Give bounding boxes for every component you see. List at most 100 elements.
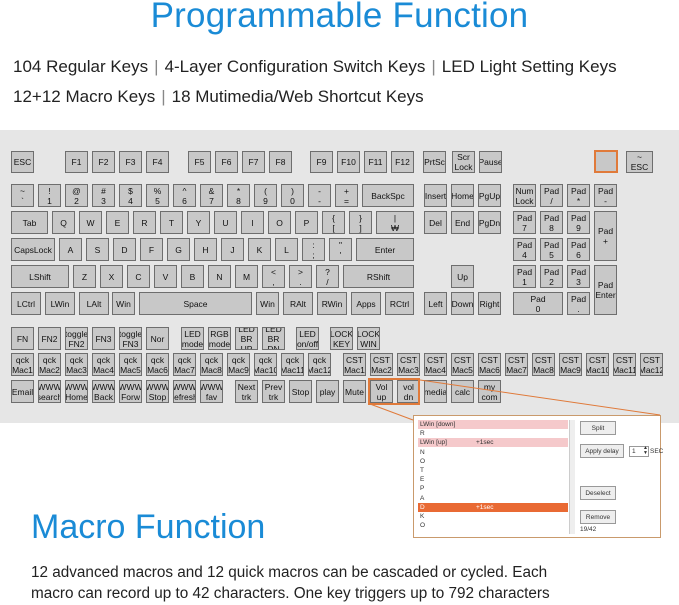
key-media-2[interactable]: WWW Home — [65, 380, 88, 403]
key-z-13[interactable]: Pad 1 — [513, 265, 536, 288]
key-num-5[interactable]: % 5 — [146, 184, 169, 207]
key-layer-5[interactable]: Nor — [146, 327, 169, 350]
key-q-0[interactable]: Tab — [11, 211, 48, 234]
key-qck-19[interactable]: CST Mac8 — [532, 353, 555, 376]
key-ctrl-6[interactable]: RAlt — [283, 292, 313, 315]
key-fn-2[interactable]: F2 — [92, 151, 115, 173]
key-qck-2[interactable]: qck Mac3 — [65, 353, 88, 376]
key-num-0[interactable]: ~ ` — [11, 184, 34, 207]
key-qck-17[interactable]: CST Mac6 — [478, 353, 501, 376]
key-q-17[interactable]: Pad 7 — [513, 211, 536, 234]
key-q-13[interactable]: | ₩ — [376, 211, 414, 234]
key-ctrl-2[interactable]: LAlt — [79, 292, 109, 315]
key-qck-23[interactable]: CST Mac12 — [640, 353, 663, 376]
macro-step-row[interactable]: LWin [up]+1sec — [418, 438, 568, 448]
key-q-14[interactable]: Del — [424, 211, 447, 234]
key-fn-16[interactable] — [594, 150, 618, 173]
key-qck-0[interactable]: qck Mac1 — [11, 353, 34, 376]
key-qck-10[interactable]: qck Mac11 — [281, 353, 304, 376]
key-media-11[interactable]: play — [316, 380, 339, 403]
key-qck-11[interactable]: qck Mac12 — [308, 353, 331, 376]
key-a-5[interactable]: G — [167, 238, 190, 261]
apply-delay-button[interactable]: Apply delay — [580, 444, 624, 458]
key-z-9[interactable]: > . — [289, 265, 312, 288]
key-fn-11[interactable]: F11 — [364, 151, 387, 173]
key-ctrl-3[interactable]: Win — [112, 292, 135, 315]
key-q-10[interactable]: P — [295, 211, 318, 234]
key-q-4[interactable]: R — [133, 211, 156, 234]
key-media-9[interactable]: Prev trk — [262, 380, 285, 403]
remove-button[interactable]: Remove — [580, 510, 616, 524]
key-num-4[interactable]: $ 4 — [119, 184, 142, 207]
key-qck-7[interactable]: qck Mac8 — [200, 353, 223, 376]
key-qck-14[interactable]: CST Mac3 — [397, 353, 420, 376]
key-qck-1[interactable]: qck Mac2 — [38, 353, 61, 376]
key-q-15[interactable]: End — [451, 211, 474, 234]
key-ctrl-5[interactable]: Win — [256, 292, 279, 315]
delay-spinner-icon[interactable]: ▲ ▼ — [643, 445, 648, 456]
key-qck-12[interactable]: CST Mac1 — [343, 353, 366, 376]
key-layer-12[interactable]: LOCK WIN — [357, 327, 380, 350]
key-ctrl-14[interactable]: Pad . — [567, 292, 590, 315]
key-a-12[interactable]: Enter — [356, 238, 414, 261]
key-media-4[interactable]: WWW Forw — [119, 380, 142, 403]
key-z-15[interactable]: Pad 3 — [567, 265, 590, 288]
key-q-20[interactable]: Pad + — [594, 211, 617, 261]
key-num-18[interactable]: Pad / — [540, 184, 563, 207]
key-num-14[interactable]: Insert — [424, 184, 447, 207]
key-qck-8[interactable]: qck Mac9 — [227, 353, 250, 376]
key-fn-12[interactable]: F12 — [391, 151, 414, 173]
key-qck-5[interactable]: qck Mac6 — [146, 353, 169, 376]
key-ctrl-12[interactable]: Right — [478, 292, 501, 315]
key-qck-16[interactable]: CST Mac5 — [451, 353, 474, 376]
key-ctrl-0[interactable]: LCtrl — [11, 292, 41, 315]
key-ctrl-7[interactable]: RWin — [317, 292, 347, 315]
key-a-15[interactable]: Pad 6 — [567, 238, 590, 261]
key-a-6[interactable]: H — [194, 238, 217, 261]
key-q-5[interactable]: T — [160, 211, 183, 234]
key-media-15[interactable]: media — [424, 380, 447, 403]
key-z-6[interactable]: N — [208, 265, 231, 288]
key-z-12[interactable]: Up — [451, 265, 474, 288]
key-ctrl-4[interactable]: Space — [139, 292, 252, 315]
split-button[interactable]: Split — [580, 421, 616, 435]
key-fn-14[interactable]: Scr Lock — [452, 151, 475, 173]
key-num-20[interactable]: Pad - — [594, 184, 617, 207]
macro-step-row[interactable]: LWin [down] — [418, 420, 568, 429]
key-z-3[interactable]: C — [127, 265, 150, 288]
key-q-8[interactable]: I — [241, 211, 264, 234]
macro-list-scrollbar[interactable] — [569, 420, 575, 534]
macro-step-row[interactable]: T — [418, 466, 568, 475]
key-a-8[interactable]: K — [248, 238, 271, 261]
key-media-17[interactable]: my com — [478, 380, 501, 403]
key-ctrl-9[interactable]: RCtrl — [385, 292, 414, 315]
macro-step-row[interactable]: K — [418, 512, 568, 521]
key-fn-9[interactable]: F9 — [310, 151, 333, 173]
key-layer-6[interactable]: LED mode — [181, 327, 204, 350]
key-q-11[interactable]: { [ — [322, 211, 345, 234]
macro-step-row[interactable]: O — [418, 457, 568, 466]
key-media-14[interactable]: vol dn — [397, 380, 420, 403]
key-q-2[interactable]: W — [79, 211, 102, 234]
key-num-1[interactable]: ! 1 — [38, 184, 61, 207]
key-fn-1[interactable]: F1 — [65, 151, 88, 173]
key-q-1[interactable]: Q — [52, 211, 75, 234]
key-a-2[interactable]: S — [86, 238, 109, 261]
key-layer-2[interactable]: toggle FN2 — [65, 327, 88, 350]
key-fn-15[interactable]: Pause — [479, 151, 502, 173]
key-num-8[interactable]: * 8 — [227, 184, 250, 207]
key-num-7[interactable]: & 7 — [200, 184, 223, 207]
key-num-13[interactable]: BackSpc — [362, 184, 414, 207]
key-qck-3[interactable]: qck Mac4 — [92, 353, 115, 376]
key-fn-7[interactable]: F7 — [242, 151, 265, 173]
key-fn-8[interactable]: F8 — [269, 151, 292, 173]
key-num-12[interactable]: + = — [335, 184, 358, 207]
key-a-14[interactable]: Pad 5 — [540, 238, 563, 261]
key-num-16[interactable]: PgUp — [478, 184, 501, 207]
key-z-16[interactable]: Pad Enter — [594, 265, 617, 315]
key-ctrl-11[interactable]: Down — [451, 292, 474, 315]
key-media-5[interactable]: WWW Stop — [146, 380, 169, 403]
key-a-11[interactable]: " ' — [329, 238, 352, 261]
key-layer-10[interactable]: LED on/off — [296, 327, 319, 350]
key-qck-20[interactable]: CST Mac9 — [559, 353, 582, 376]
